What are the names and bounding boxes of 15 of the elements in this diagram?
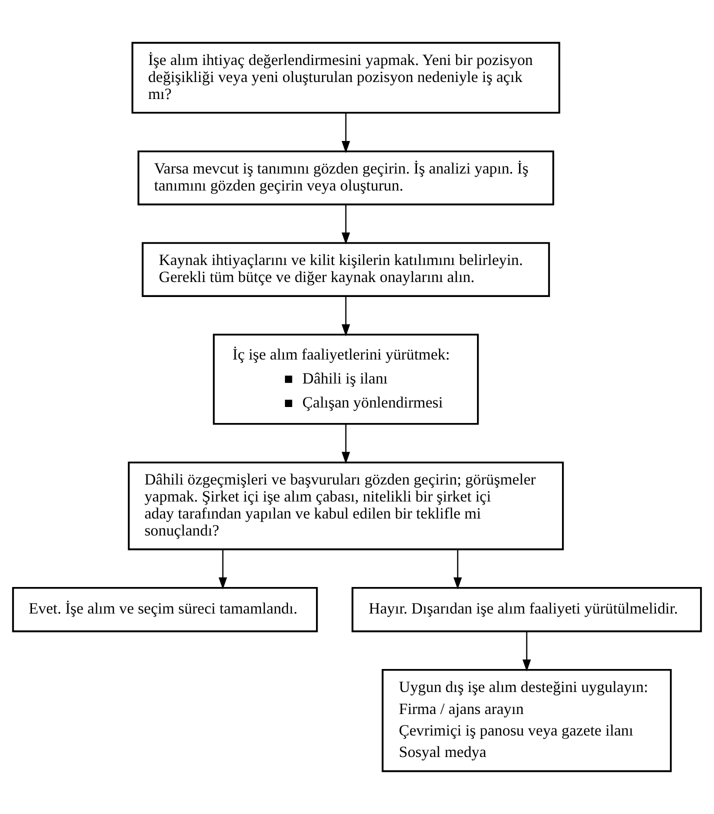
arrow bbox=[342, 112, 350, 154]
node-box: İşe alım ihtiyaç değerlendirmesini yapmak. Yeni bir pozisyon değişikliği veya yeni oluşturulan pozisyon nedeniyle iş açık mı? bbox=[132, 42, 560, 114]
arrow bbox=[522, 632, 531, 672]
arrow bbox=[342, 204, 350, 245]
arrow bbox=[342, 296, 350, 336]
node-box: Hayır. Dışarıdan işe alım faaliyeti yürütülmelidir. bbox=[352, 586, 702, 632]
node-box: Kaynak ihtiyaçlarını ve kilit kişilerin katılımını belirleyin. Gerekli tüm bütçe ve diğer kaynak onaylarını alın. bbox=[142, 242, 550, 297]
node-box: İç işe alım faaliyetlerini yürütmek: Dâhili iş ilanı Çalışan yönlendirmesi bbox=[212, 334, 479, 425]
node-box: Varsa mevcut iş tanımını gözden geçirin. İş analizi yapın. İş tanımını gözden geçirin veya oluşturun. bbox=[138, 150, 554, 206]
arrow bbox=[218, 550, 228, 590]
node-box: Uygun dış işe alım desteğini uygulayın: Firma / ajans arayın Çevrimiçi iş panosu veya gazete ilanı Sosyal medya bbox=[382, 668, 672, 772]
node-box: Evet. İşe alım ve seçim süreci tamamlandı. bbox=[12, 586, 318, 632]
arrow bbox=[453, 550, 462, 590]
arrow bbox=[342, 424, 350, 464]
node-box: Dâhili özgeçmişleri ve başvuruları gözden geçirin; görüşmeler yapmak. Şirket içi işe alım çabası, nitelikli bir şirket içi aday tarafından yapılan ve kabul edilen bir teklifle mi sonuçlandı? bbox=[128, 462, 564, 550]
